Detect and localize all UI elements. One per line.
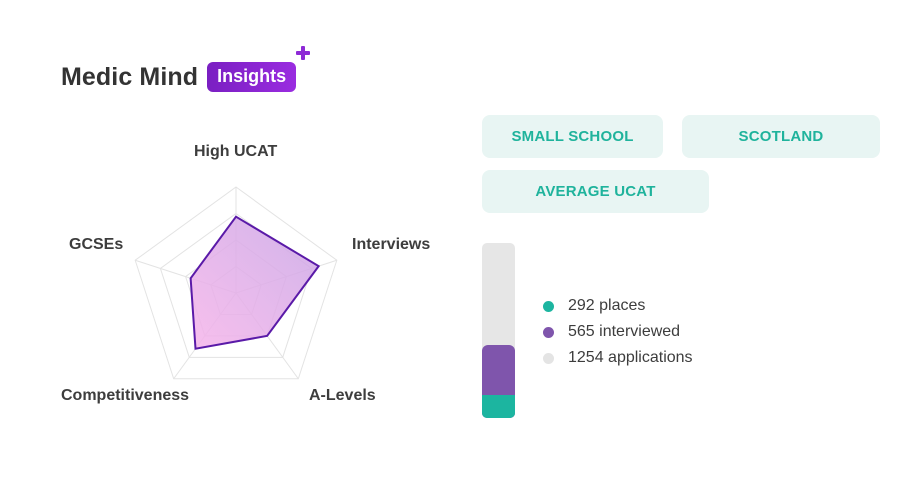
- radar-grid-ring: [134, 186, 338, 380]
- radar-label-competitiveness: Competitiveness: [61, 387, 190, 404]
- legend-label-places: 292 places: [568, 297, 646, 314]
- legend-dot-interviewed: [543, 326, 554, 338]
- plus-icon: [296, 46, 311, 60]
- applications-bar: [482, 243, 515, 418]
- radar-grid-ring: [159, 212, 313, 358]
- places-bar-segment: [482, 395, 515, 418]
- tag-small-school: SMALL SCHOOL: [482, 115, 663, 158]
- legend-label-applications: 1254 applications: [568, 349, 693, 366]
- stats-legend: 292 places 565 interviewed 1254 applicat…: [543, 293, 693, 371]
- radar-axis-line: [235, 292, 299, 380]
- legend-dot-places: [543, 300, 554, 312]
- legend-item-places: 292 places: [543, 293, 693, 319]
- radar-label-gcses: GCSEs: [69, 236, 124, 253]
- legend-dot-applications: [543, 352, 554, 364]
- radar-grid-ring: [210, 265, 262, 315]
- tag-scotland: SCOTLAND: [682, 115, 880, 158]
- radar-data-shape: [189, 215, 321, 350]
- radar-label-high-ucat: High UCAT: [194, 143, 278, 160]
- radar-label-interviews: Interviews: [352, 236, 431, 253]
- insights-badge-label: Insights: [217, 66, 287, 86]
- radar-axis-line: [135, 259, 237, 294]
- brand-logo: Medic Mind Insights: [61, 46, 311, 92]
- radar-label-a-levels: A-Levels: [309, 387, 376, 404]
- legend-label-interviewed: 565 interviewed: [568, 323, 681, 340]
- tag-average-ucat: AVERAGE UCAT: [482, 170, 709, 213]
- legend-item-applications: 1254 applications: [543, 345, 693, 371]
- radar-axis-line: [235, 259, 337, 294]
- legend-item-interviewed: 565 interviewed: [543, 319, 693, 345]
- radar-axis-line: [173, 292, 237, 380]
- insights-badge: Insights: [207, 46, 311, 92]
- radar-grid-ring: [185, 239, 287, 337]
- brand-name: Medic Mind: [61, 62, 199, 91]
